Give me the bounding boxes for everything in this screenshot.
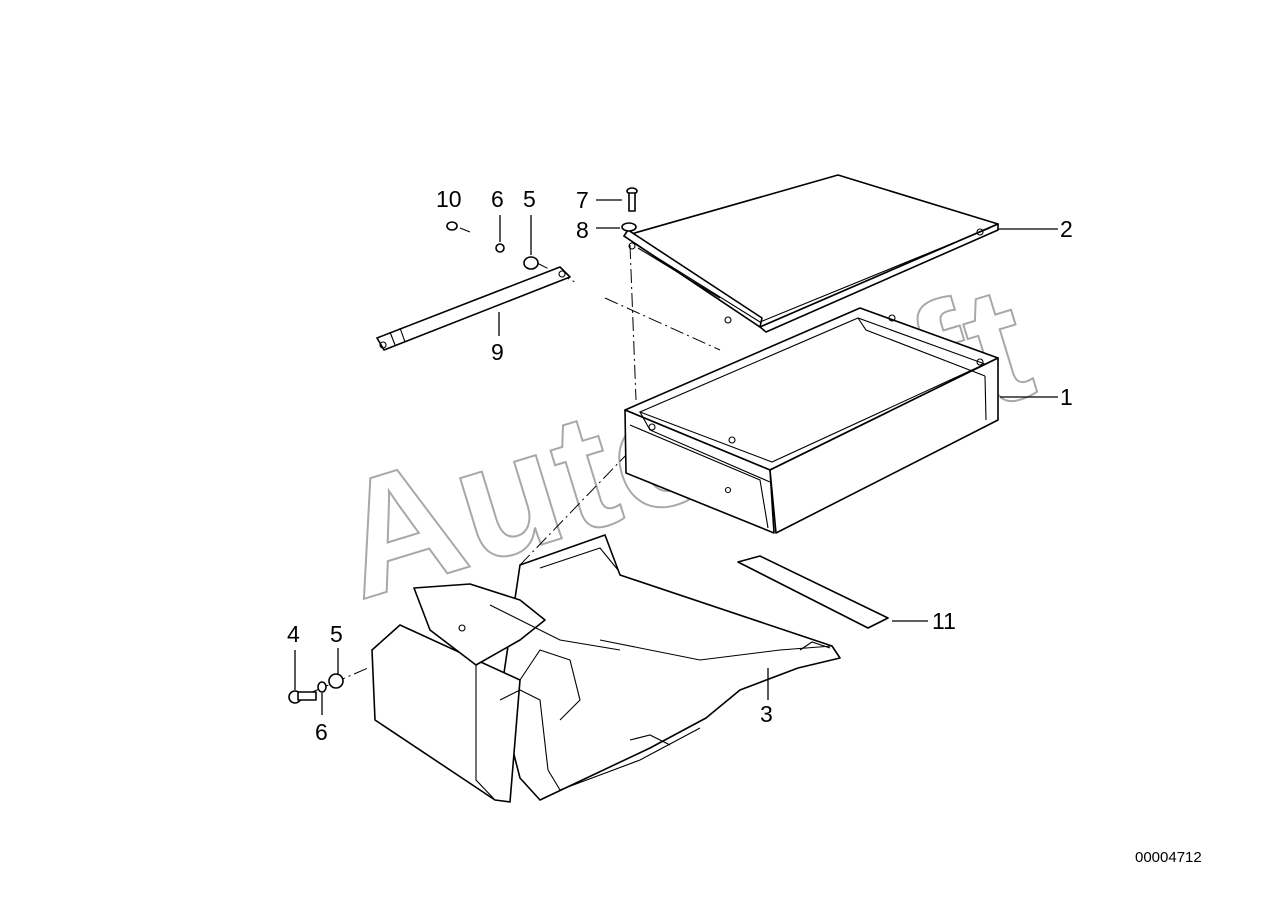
callout-6-top: 6 [491, 186, 504, 212]
part-5-washer-top [523, 256, 539, 270]
leader-lines [294, 199, 1058, 715]
part-5-washer-bottom [328, 673, 344, 689]
part-4-bolt [288, 690, 317, 704]
callout-8: 8 [576, 217, 589, 243]
callout-7: 7 [576, 187, 589, 213]
callout-4: 4 [287, 621, 300, 647]
callout-11: 11 [932, 608, 956, 634]
part-9-strap [376, 266, 571, 351]
callout-2: 2 [1060, 216, 1073, 242]
part-2-cover [623, 174, 999, 333]
callout-9: 9 [491, 339, 504, 365]
part-10-nut [446, 221, 458, 231]
part-3-bracket [371, 534, 841, 803]
callouts: 1 2 3 4 5 6 7 8 9 10 6 5 11 [287, 186, 1073, 745]
part-6-nut-bottom [317, 681, 327, 693]
part-6-nut-top [495, 243, 505, 253]
hardware-bottom [288, 673, 344, 704]
callout-5-bottom: 5 [330, 621, 343, 647]
callout-10: 10 [436, 186, 462, 212]
document-number: 00004712 [1135, 849, 1202, 866]
callout-5-top: 5 [523, 186, 536, 212]
callout-3: 3 [760, 701, 773, 727]
callout-6-bottom: 6 [315, 719, 328, 745]
part-7-screw [626, 187, 638, 212]
part-11-pad [737, 555, 889, 629]
part-8-washer [621, 222, 637, 232]
callout-1: 1 [1060, 384, 1073, 410]
part-1-tray [624, 307, 999, 534]
hardware-top [446, 187, 638, 270]
